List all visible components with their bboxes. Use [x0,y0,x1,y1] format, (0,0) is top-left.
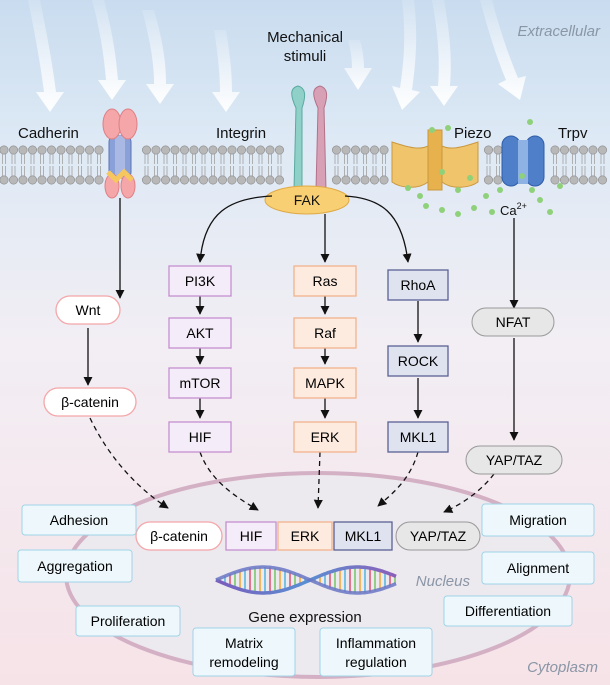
stimulus-arrows [28,0,526,112]
col-rho-node-1-label: ROCK [398,353,439,369]
stimulus-label-line2: stimuli [284,48,327,65]
nuclear-yap-taz [395,521,481,551]
outcome-inflammation-line1: Inflammation [336,635,416,651]
outcome-aggregation-label: Aggregation [37,558,113,574]
cadherin-label: Cadherin [18,125,79,142]
col-rho-node-0-label: RhoA [400,277,436,293]
cadherin-receptor [102,108,138,199]
nuclear-erk [277,521,333,551]
outcome-inflammation-regulation [319,627,433,677]
node-yap-taz-label: YAP/TAZ [486,452,543,468]
outcome-alignment [481,551,595,585]
nucleus-label: Nucleus [416,573,471,590]
trpv-label: Trpv [558,125,588,142]
outcome-adhesion [21,504,137,536]
col-ras-node-3-label: ERK [311,429,340,445]
col-rho-node-2 [387,421,449,453]
nuclear-beta-catenin-label: β-catenin [150,528,208,544]
piezo-label: Piezo [454,125,492,142]
cytoplasm-label: Cytoplasm [527,659,598,676]
nuclear-erk-label: ERK [291,528,320,544]
extracellular-label: Extracellular [517,23,601,40]
col-pi3k-node-3 [168,421,232,453]
col-pi3k-node-2-label: mTOR [180,375,221,391]
wnt-pathway: Wnt β-catenin [43,295,137,417]
trpv-channel [501,135,545,187]
col-ras-node-3 [293,421,357,453]
outcome-inflammation-line2: regulation [345,654,407,670]
outcome-migration [481,503,595,537]
dna-helix-icon [215,565,397,595]
fak-node [264,185,350,215]
col-pi3k-node-1 [168,317,232,349]
outcome-differentiation-label: Differentiation [465,603,551,619]
col-rho-node-1 [387,345,449,377]
outcome-matrix-line1: Matrix [225,635,263,651]
outcome-matrix-remodeling [192,627,296,677]
node-wnt-label: Wnt [76,302,101,318]
cell-membrane [0,145,607,185]
outcome-proliferation-label: Proliferation [91,613,166,629]
node-yap-taz [465,445,563,475]
nuclear-yap-taz-label: YAP/TAZ [410,528,467,544]
calcium-label: Ca2+ [500,201,527,218]
node-nfat-label: NFAT [496,314,531,330]
outcome-differentiation [443,595,573,627]
col-ras-node-0-label: Ras [313,273,338,289]
col-ras-node-1-label: Raf [314,325,336,341]
col-rho-node-0 [387,269,449,301]
col-pi3k-node-0-label: PI3K [185,273,216,289]
col-ras-node-0 [293,265,357,297]
nuclear-import-arrows [89,417,495,513]
outcome-aggregation [17,549,133,583]
col-pi3k-node-0 [168,265,232,297]
nuclear-factors: β-catenin HIF ERK MKL1 YAP/TAZ [135,521,481,551]
col-pi3k-node-3-label: HIF [189,429,212,445]
col-pi3k-node-1-label: AKT [186,325,214,341]
outcome-migration-label: Migration [509,512,567,528]
col-ras-node-2-label: MAPK [305,375,345,391]
integrin-receptor [291,85,328,191]
col-ras-node-1 [293,317,357,349]
pi3k-pathway: PI3K AKT mTOR HIF [168,265,232,453]
outcomes: Adhesion Aggregation Proliferation Matri… [17,503,595,677]
node-wnt [55,295,121,325]
col-rho-node-2-label: MKL1 [400,429,437,445]
pathway-arrows [83,195,519,441]
calcium-ions [405,119,563,217]
calcium-pathway: NFAT YAP/TAZ [465,307,563,475]
nuclear-mkl1 [333,521,393,551]
nuclear-hif-label: HIF [240,528,263,544]
outcome-adhesion-label: Adhesion [50,512,108,528]
col-ras-node-2 [293,367,357,399]
node-beta-catenin [43,387,137,417]
fak-label: FAK [294,192,321,208]
rho-pathway: RhoA ROCK MKL1 [387,269,449,453]
outcome-proliferation [75,605,181,637]
node-beta-catenin-label: β-catenin [61,394,119,410]
integrin-label: Integrin [216,125,266,142]
nuclear-beta-catenin [135,521,223,551]
col-pi3k-node-2 [168,367,232,399]
gene-expression-label: Gene expression [248,609,361,626]
nuclear-hif [225,521,277,551]
node-nfat [471,307,555,337]
stimulus-label-line1: Mechanical [267,29,343,46]
nuclear-mkl1-label: MKL1 [345,528,382,544]
outcome-alignment-label: Alignment [507,560,569,576]
outcome-matrix-line2: remodeling [209,654,278,670]
